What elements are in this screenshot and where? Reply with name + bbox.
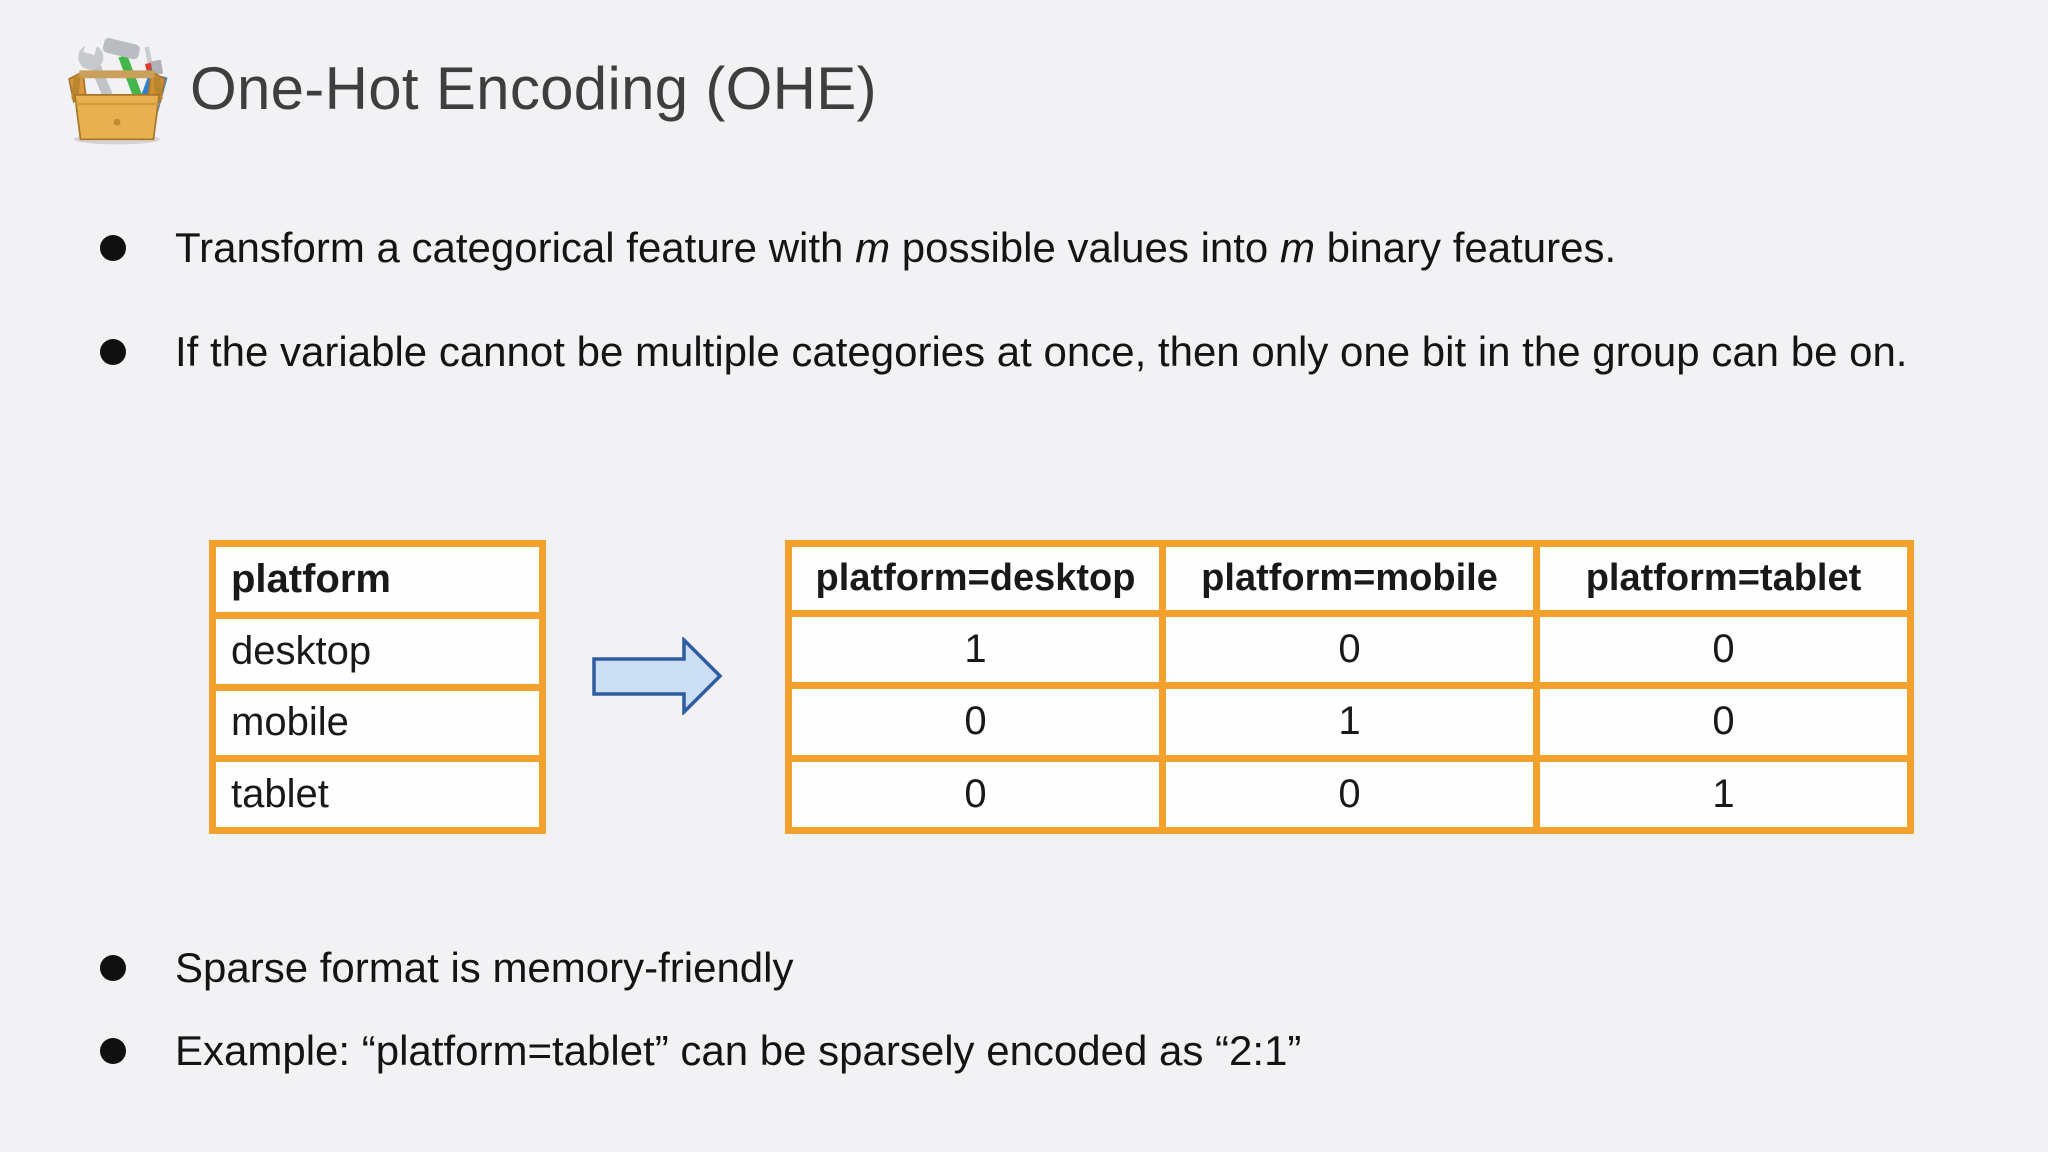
variable-m: m <box>1279 224 1315 271</box>
table-row: platform <box>209 540 546 619</box>
table-header-cell: platform=mobile <box>1159 540 1540 617</box>
bullet-one-bit-text: If the variable cannot be multiple categ… <box>175 328 1908 375</box>
table-row: platform=desktop platform=mobile platfor… <box>785 540 1914 617</box>
table-row: mobile <box>209 683 546 763</box>
table-cell: mobile <box>209 683 546 763</box>
table-cell: 0 <box>785 754 1166 835</box>
table-row: tablet <box>209 755 546 834</box>
table-cell: 0 <box>1533 609 1914 690</box>
bullet-transform: Transform a categorical feature with m p… <box>100 205 1616 291</box>
table-row: desktop <box>209 611 546 691</box>
encoded-table: platform=desktop platform=mobile platfor… <box>785 540 1914 835</box>
variable-m: m <box>855 224 891 271</box>
table-cell: 0 <box>1159 754 1540 835</box>
table-cell: 1 <box>785 609 1166 690</box>
bullet-one-bit: If the variable cannot be multiple categ… <box>100 309 1907 395</box>
bullet-sparse-text: Sparse format is memory-friendly <box>175 944 794 991</box>
bullet-dot <box>100 955 126 981</box>
platform-source-table: platform desktop mobile tablet <box>209 540 546 834</box>
table-row: 0 0 1 <box>785 754 1914 835</box>
table-cell: 0 <box>785 682 1166 762</box>
bullet-example-text: Example: “platform=tablet” can be sparse… <box>175 1027 1302 1074</box>
bullet-transform-text: Transform a categorical feature with m p… <box>175 224 1617 271</box>
bullet-example: Example: “platform=tablet” can be sparse… <box>100 1008 1301 1094</box>
table-header-cell: platform <box>209 540 546 619</box>
table-header-cell: platform=desktop <box>785 540 1166 617</box>
right-arrow-icon <box>591 635 724 717</box>
title-row: One-Hot Encoding (OHE) <box>60 26 877 150</box>
toolbox-icon <box>68 38 168 145</box>
table-cell: 1 <box>1159 682 1540 762</box>
table-header-cell: platform=tablet <box>1533 540 1914 617</box>
table-row: 1 0 0 <box>785 609 1914 690</box>
table-cell: 1 <box>1533 754 1914 835</box>
table-cell: desktop <box>209 611 546 691</box>
bullet-dot <box>100 1038 126 1064</box>
bullet-sparse: Sparse format is memory-friendly <box>100 925 794 1011</box>
table-cell: 0 <box>1159 609 1540 690</box>
bullet-dot <box>100 339 126 365</box>
table-row: 0 1 0 <box>785 682 1914 762</box>
table-cell: 0 <box>1533 682 1914 762</box>
bullet-dot <box>100 235 126 261</box>
table-cell: tablet <box>209 755 546 834</box>
page-title: One-Hot Encoding (OHE) <box>190 54 877 122</box>
